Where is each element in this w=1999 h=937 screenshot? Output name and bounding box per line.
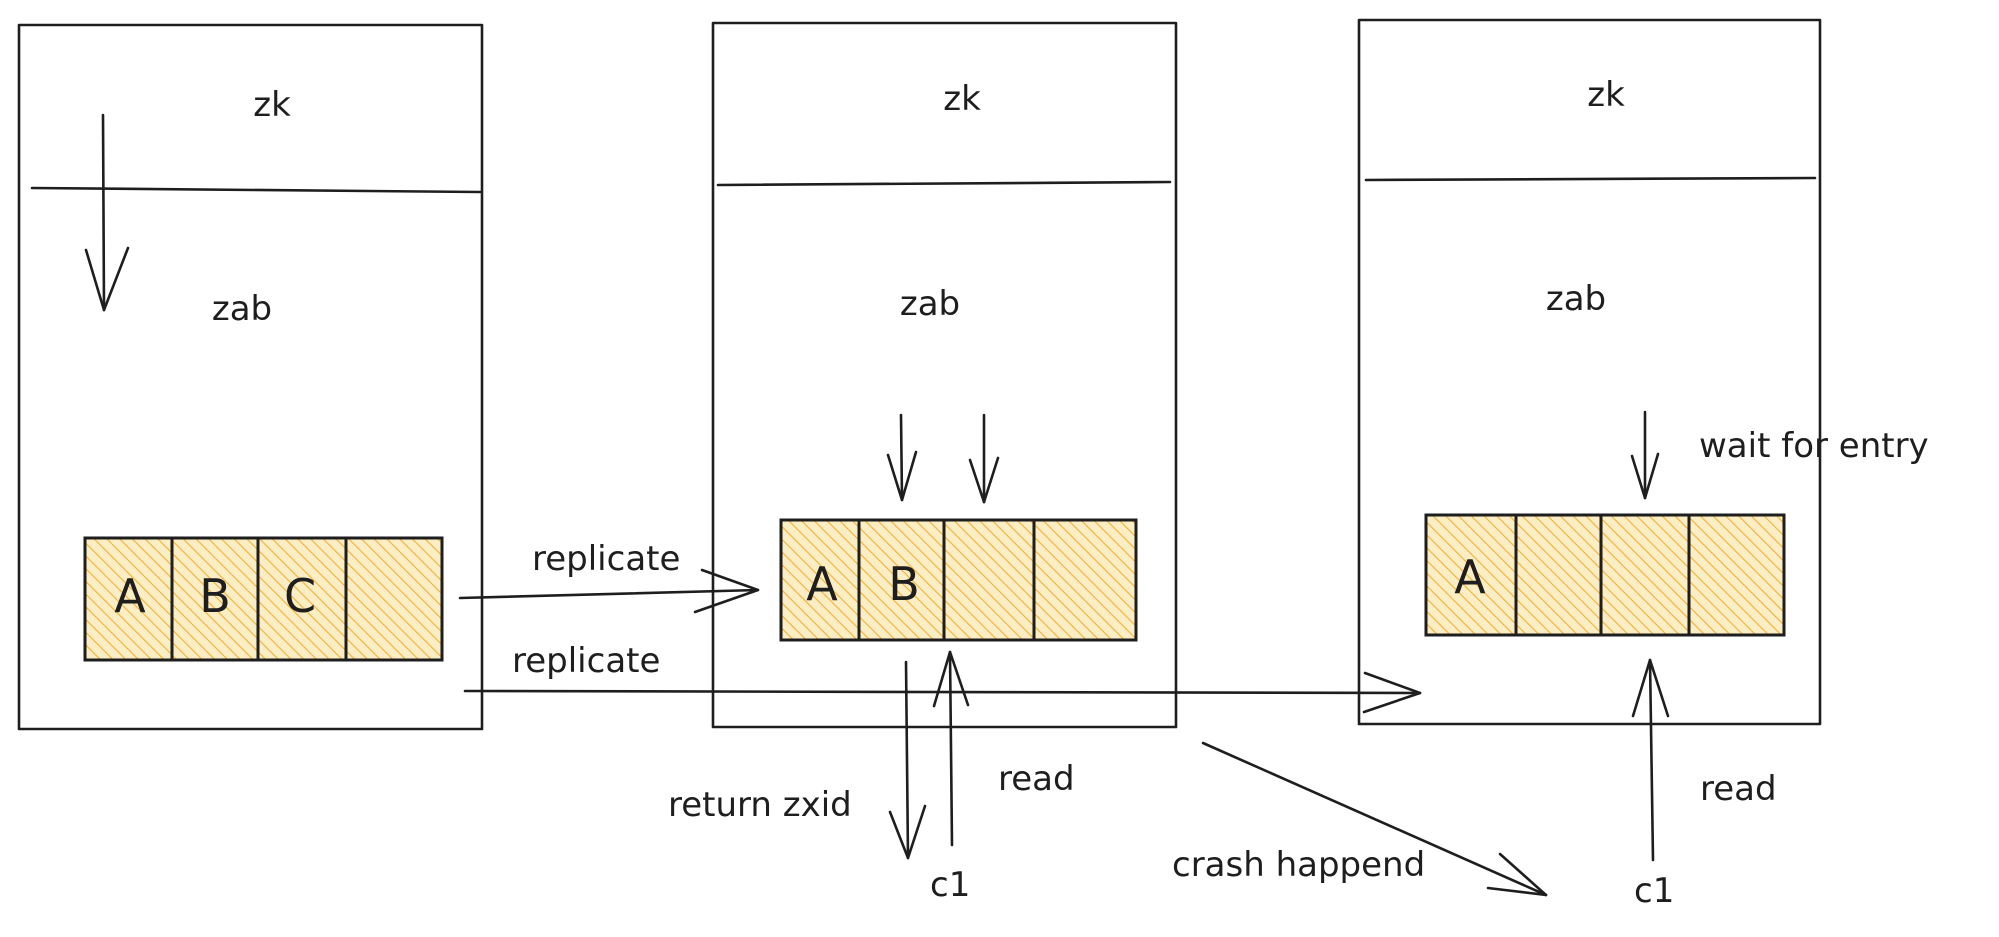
crash-arrowhead [1486,852,1548,897]
server-2: zk zab A B [711,21,1178,729]
replicate-arrow-to-server-2: replicate [458,539,760,614]
return-zxid-arrowhead [888,804,927,860]
log-cell [1032,518,1138,642]
client-c1-server-3: c1 [1634,871,1674,911]
server-1-log: A B C [83,536,444,662]
log-cell [83,536,174,662]
log-cell-label: B [199,569,231,623]
read-line [948,650,954,847]
replicate-label-1: replicate [532,539,680,579]
log-cell [1424,513,1518,637]
log-cell [344,536,444,662]
server-1: zk zab A B C [17,23,484,731]
server-1-zk-label: zk [253,85,291,125]
wait-for-entry-label: wait for entry [1699,426,1929,466]
server-3-zab-label: zab [1546,279,1606,319]
log-cell-label: A [1454,550,1486,604]
server-1-down-arrow [101,113,106,312]
server-1-divider [30,186,482,194]
server-3: zk zab wait for entry A [1357,18,1929,726]
server-1-down-arrowhead [84,246,130,312]
client-c1-server-2: c1 [930,865,970,905]
replicate-arrow-to-server-3: replicate [463,641,1422,714]
server-3-divider [1364,176,1817,182]
crash-line [1201,741,1548,897]
replicate-arrow-line [463,689,1422,695]
log-cell-label: A [806,557,838,611]
log-cell-label: C [284,569,316,623]
read-label-server-2: read [998,759,1075,799]
crash-happend-label: crash happend [1172,845,1425,885]
read-line [1648,658,1655,862]
log-cell-label: A [114,569,146,623]
return-zxid-line [904,660,910,860]
server-2-write-arrow-1 [899,413,904,502]
return-zxid-label: return zxid [668,785,852,825]
server-2-box [711,21,1178,729]
log-cell [1599,513,1691,637]
read-arrow-server-3: read [1631,658,1777,862]
server-2-zk-label: zk [943,79,981,119]
server-1-box [17,23,484,731]
replicate-arrowhead [1362,671,1422,714]
server-3-box [1357,18,1822,726]
log-cell [857,518,946,642]
server-2-write-arrowhead-1 [886,450,918,502]
read-arrow-server-2: read [932,650,1075,847]
server-2-divider [716,180,1172,187]
server-3-log: A [1424,513,1786,637]
read-arrowhead [932,650,970,708]
replicate-arrow-line [458,588,760,600]
log-cell [170,536,260,662]
replicate-label-2: replicate [512,641,660,681]
server-1-zab-label: zab [212,289,272,329]
server-2-log: A B [779,518,1138,642]
crash-arrow: crash happend [1172,741,1548,897]
replicate-arrowhead [693,568,760,614]
log-cell [779,518,861,642]
return-zxid-arrow: return zxid [668,660,927,860]
log-cell [1687,513,1786,637]
log-cell-label: B [888,557,920,611]
log-cell [942,518,1036,642]
server-2-write-arrowhead-2 [968,456,1000,504]
read-label-server-3: read [1700,769,1777,809]
read-arrowhead [1631,658,1670,718]
server-3-wait-arrowhead [1630,452,1660,500]
server-3-zk-label: zk [1587,75,1625,115]
log-cell [1514,513,1603,637]
server-2-zab-label: zab [900,284,960,324]
